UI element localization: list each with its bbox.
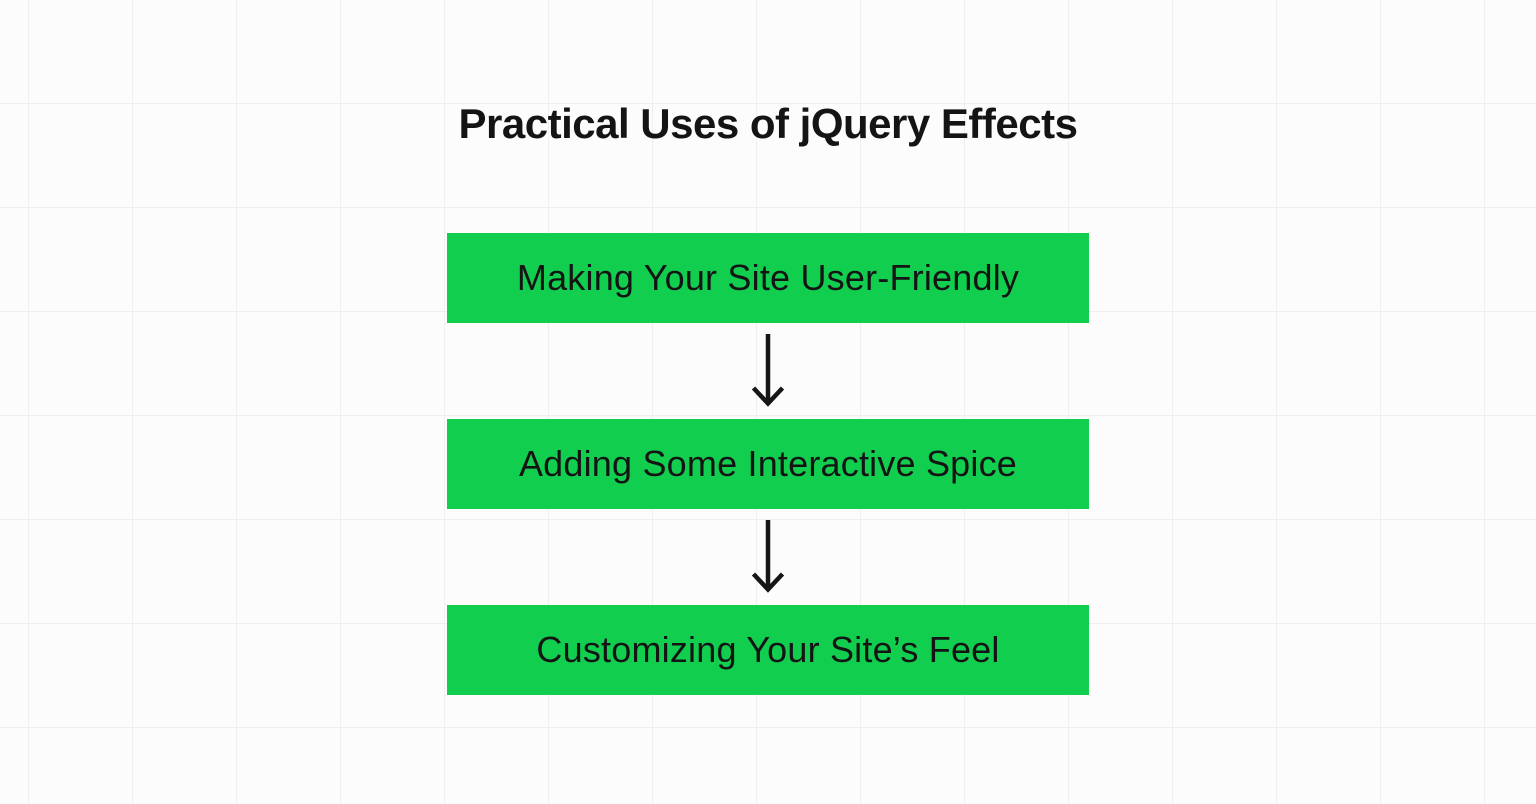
- diagram-title: Practical Uses of jQuery Effects: [458, 100, 1078, 147]
- step-box-1: Making Your Site User-Friendly: [447, 233, 1089, 323]
- step-label-3: Customizing Your Site’s Feel: [536, 629, 1000, 670]
- step-box-3: Customizing Your Site’s Feel: [447, 605, 1089, 695]
- down-arrow-icon: [447, 509, 1089, 605]
- step-label-2: Adding Some Interactive Spice: [518, 443, 1018, 484]
- flow-column: Making Your Site User-Friendly Adding So…: [447, 233, 1089, 695]
- step-label-1: Making Your Site User-Friendly: [516, 257, 1020, 298]
- step-box-2: Adding Some Interactive Spice: [447, 419, 1089, 509]
- down-arrow-icon: [447, 323, 1089, 419]
